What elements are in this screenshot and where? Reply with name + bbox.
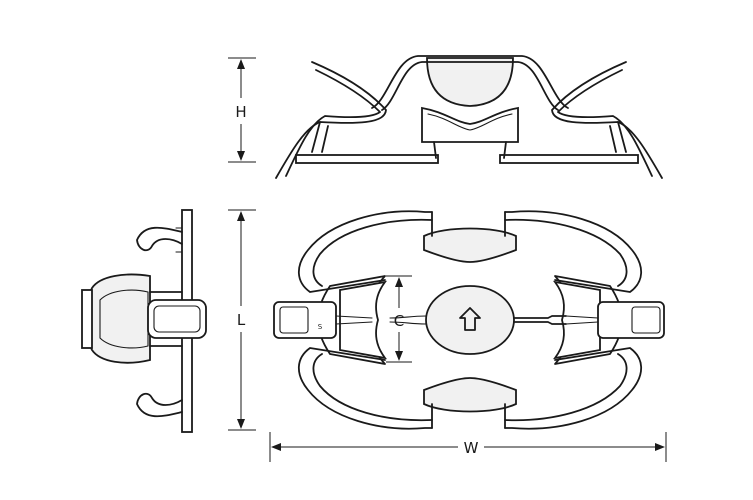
left-clip-mark: S xyxy=(318,323,323,331)
up-arrow-icon xyxy=(459,307,481,331)
side-bar xyxy=(147,299,207,339)
side-top-hook-detail xyxy=(175,227,183,253)
length-dimension: L xyxy=(228,209,256,431)
right-strap xyxy=(513,315,567,325)
side-connectors xyxy=(149,291,183,347)
outer-ring-bottom-left xyxy=(297,347,433,430)
left-strap xyxy=(389,315,427,325)
front-base-left xyxy=(295,154,439,164)
left-strap-outer xyxy=(335,315,373,325)
bottom-pad xyxy=(423,377,517,413)
left-wing-inner xyxy=(339,280,388,360)
center-dimension: C xyxy=(386,275,412,363)
outer-ring-top-right xyxy=(504,210,643,293)
side-clip-body xyxy=(85,273,151,364)
front-spring-arch xyxy=(371,55,569,109)
top-pad-posts xyxy=(431,211,506,237)
top-pad xyxy=(423,227,517,263)
right-clip-inner xyxy=(631,306,661,334)
side-top-hook xyxy=(136,226,183,252)
side-bar-inner xyxy=(153,305,201,333)
center-label: C xyxy=(394,312,404,330)
height-dimension: H xyxy=(228,57,256,163)
right-wing-inner xyxy=(552,280,601,360)
inner-ring-bottom-left xyxy=(312,353,433,422)
left-clip xyxy=(273,301,337,339)
width-dimension: W xyxy=(269,432,667,462)
inner-ring-top-right xyxy=(504,218,628,287)
width-label: W xyxy=(464,439,479,457)
front-right-strut xyxy=(617,121,627,153)
right-clip xyxy=(597,301,665,339)
left-clip-inner xyxy=(279,306,309,334)
front-left-arm-inner xyxy=(285,69,381,177)
front-left-strut xyxy=(311,121,321,153)
side-bottom-hook xyxy=(136,392,183,418)
front-left-strut-2 xyxy=(321,125,329,153)
bottom-pad-posts xyxy=(431,403,506,429)
front-right-arm-inner xyxy=(557,69,653,177)
inner-ring-bottom-right xyxy=(504,353,628,422)
front-center-dome xyxy=(426,57,514,107)
front-base-right xyxy=(499,154,639,164)
front-center-legs xyxy=(433,141,507,159)
outer-ring-bottom-right xyxy=(504,347,643,430)
right-strap-outer xyxy=(565,315,599,325)
front-spring-arch-inner xyxy=(381,61,559,111)
front-center-saddle xyxy=(421,106,519,143)
side-clip-inner xyxy=(99,289,149,349)
inner-ring-top-left xyxy=(312,218,433,287)
side-clip-tab xyxy=(81,289,93,349)
front-right-arm xyxy=(551,61,663,179)
outer-ring-top-left xyxy=(297,210,433,293)
top-view: S xyxy=(273,210,665,430)
length-label: L xyxy=(237,311,246,329)
center-oval xyxy=(425,285,515,355)
side-view xyxy=(81,209,207,433)
front-center-saddle-inner xyxy=(427,113,513,131)
front-view xyxy=(275,55,663,179)
front-right-strut-2 xyxy=(609,125,617,153)
front-left-arm xyxy=(275,61,387,179)
height-label: H xyxy=(235,103,246,121)
